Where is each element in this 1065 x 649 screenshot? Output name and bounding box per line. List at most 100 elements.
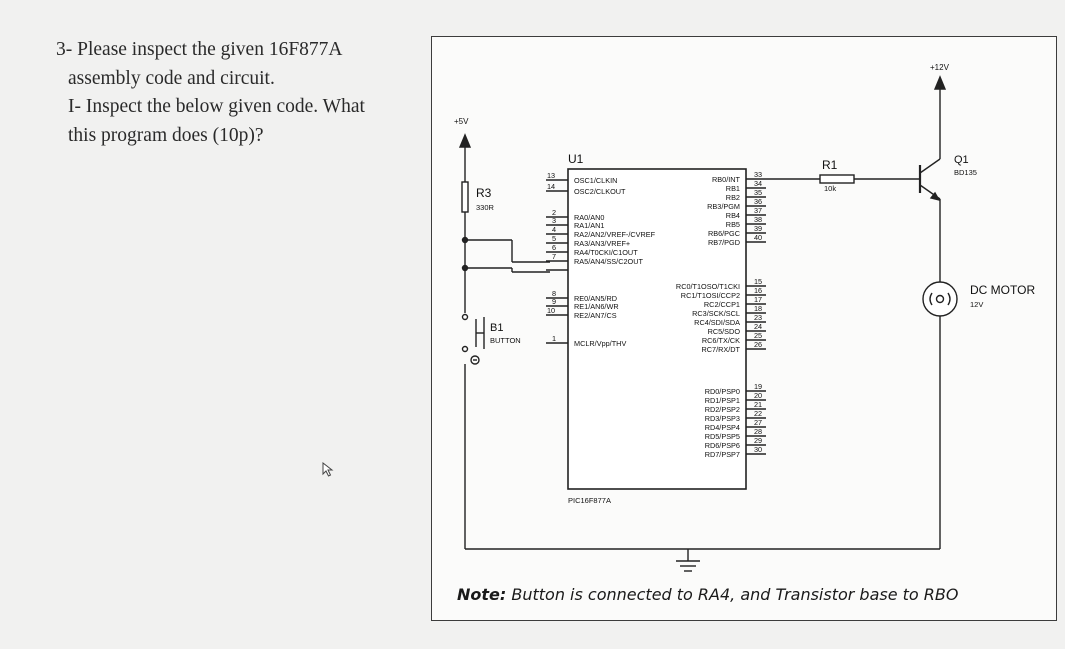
pin-number: 10 [547,306,555,315]
pin-name: RC5/SDO [708,327,741,336]
button-terminal-icon [470,355,480,365]
note-text: Note: Button is connected to RA4, and Tr… [457,585,959,604]
pin-name: OSC1/CLKIN [574,176,617,185]
pin-number: 33 [754,170,762,179]
pin-number: 30 [754,445,762,454]
r1-label: R1 [822,158,838,172]
pin-name: RD0/PSP0 [705,387,740,396]
pin-name: RD5/PSP5 [705,432,740,441]
pin-name: RD4/PSP4 [705,423,740,432]
motor-value: 12V [970,300,983,309]
pin-name: RA2/AN2/VREF-/CVREF [574,230,656,239]
dc-motor-icon [922,281,958,317]
motor-label: DC MOTOR [970,283,1035,297]
supply-12v-arrow-icon [933,75,947,90]
pic16f877a-chip [567,168,747,490]
pin-name: RB0/INT [712,175,741,184]
b1-label: B1 [490,322,503,334]
pin-number: 13 [547,171,555,180]
pin-name: RD1/PSP1 [705,396,740,405]
pin-name: RC2/CCP1 [704,300,740,309]
pin-name: MCLR/Vpp/THV [574,339,626,348]
pin-name: RB7/PGD [708,238,740,247]
question-line: 3- Please inspect the given 16F877A [56,39,343,60]
pin-name: RA3/AN3/VREF+ [574,239,630,248]
pin-number: 2 [552,208,556,217]
pin-name: RE2/AN7/CS [574,311,617,320]
supply-12v-label: +12V [930,63,950,72]
pin-number: 14 [547,182,555,191]
pin-number: 26 [754,340,762,349]
pin-number: 8 [552,289,556,298]
pin-number: 17 [754,295,762,304]
r1-value: 10k [824,184,836,193]
u1-part: PIC16F877A [568,496,611,505]
pin-number: 35 [754,188,762,197]
pin-name: RE1/AN6/WR [574,302,619,311]
r3-value: 330R [476,203,495,212]
question-text: 3- Please inspect the given 16F877A asse… [56,36,426,150]
pin-number: 28 [754,427,762,436]
pin-name: RD2/PSP2 [705,405,740,414]
pin-name: RB1 [726,184,740,193]
pin-number: 3 [552,216,556,225]
pin-number: 24 [754,322,762,331]
pin-number: 36 [754,197,762,206]
pin-number: 22 [754,409,762,418]
pin-name: RD6/PSP6 [705,441,740,450]
q1-label: Q1 [954,154,969,166]
pin-name: RD3/PSP3 [705,414,740,423]
pin-number: 23 [754,313,762,322]
supply-5v-label: +5V [454,117,469,126]
pin-number: 20 [754,391,762,400]
pin-name: RD7/PSP7 [705,450,740,459]
pin-name: RA5/AN4/SS/C2OUT [574,257,643,266]
pin-number: 21 [754,400,762,409]
pin-number: 18 [754,304,762,313]
pin-number: 7 [552,252,556,261]
pin-name: RB3/PGM [707,202,740,211]
pin-name: RC1/T1OSI/CCP2 [681,291,740,300]
u1-label: U1 [568,152,584,166]
pin-name: RE0/AN5/RD [574,294,617,303]
pin-number: 27 [754,418,762,427]
pin-number: 38 [754,215,762,224]
pin-number: 37 [754,206,762,215]
pin-name: RC6/TX/CK [702,336,740,345]
pin-number: 25 [754,331,762,340]
pin-number: 19 [754,382,762,391]
pin-number: 15 [754,277,762,286]
question-line: this program does (10p)? [68,124,264,146]
pin-number: 39 [754,224,762,233]
mouse-pointer-icon [322,462,334,477]
pin-name: RB2 [726,193,740,202]
circuit-figure: +5V +12V R3 330R B1 BUTTON U1 PIC16F877A… [431,36,1057,621]
pin-name: RA0/AN0 [574,213,604,222]
pin-name: RC4/SDI/SDA [694,318,740,327]
r3-label: R3 [476,186,492,200]
pin-name: RB6/PGC [708,229,740,238]
pin-number: 16 [754,286,762,295]
note-label: Note: [457,585,507,604]
supply-5v-arrow-icon [458,133,472,148]
pin-number: 40 [754,233,762,242]
pin-name: OSC2/CLKOUT [574,187,626,196]
pin-number: 1 [552,334,556,343]
pin-number: 29 [754,436,762,445]
r3-resistor [461,181,469,213]
pin-name: RC0/T1OSO/T1CKI [676,282,740,291]
note-body: Button is connected to RA4, and Transist… [506,585,959,604]
pin-name: RB5 [726,220,740,229]
pin-number: 9 [552,297,556,306]
q1-value: BD135 [954,168,977,177]
b1-value: BUTTON [490,336,521,345]
pin-name: RC3/SCK/SCL [692,309,740,318]
pin-number: 4 [552,225,556,234]
pin-name: RA1/AN1 [574,221,604,230]
pin-number: 34 [754,179,762,188]
pin-name: RC7/RX/DT [701,345,740,354]
schematic: +5V +12V R3 330R B1 BUTTON U1 PIC16F877A… [454,63,1035,572]
question-line: I- Inspect the below given code. What [68,96,365,117]
pin-number: 6 [552,243,556,252]
r1-resistor [819,174,855,184]
